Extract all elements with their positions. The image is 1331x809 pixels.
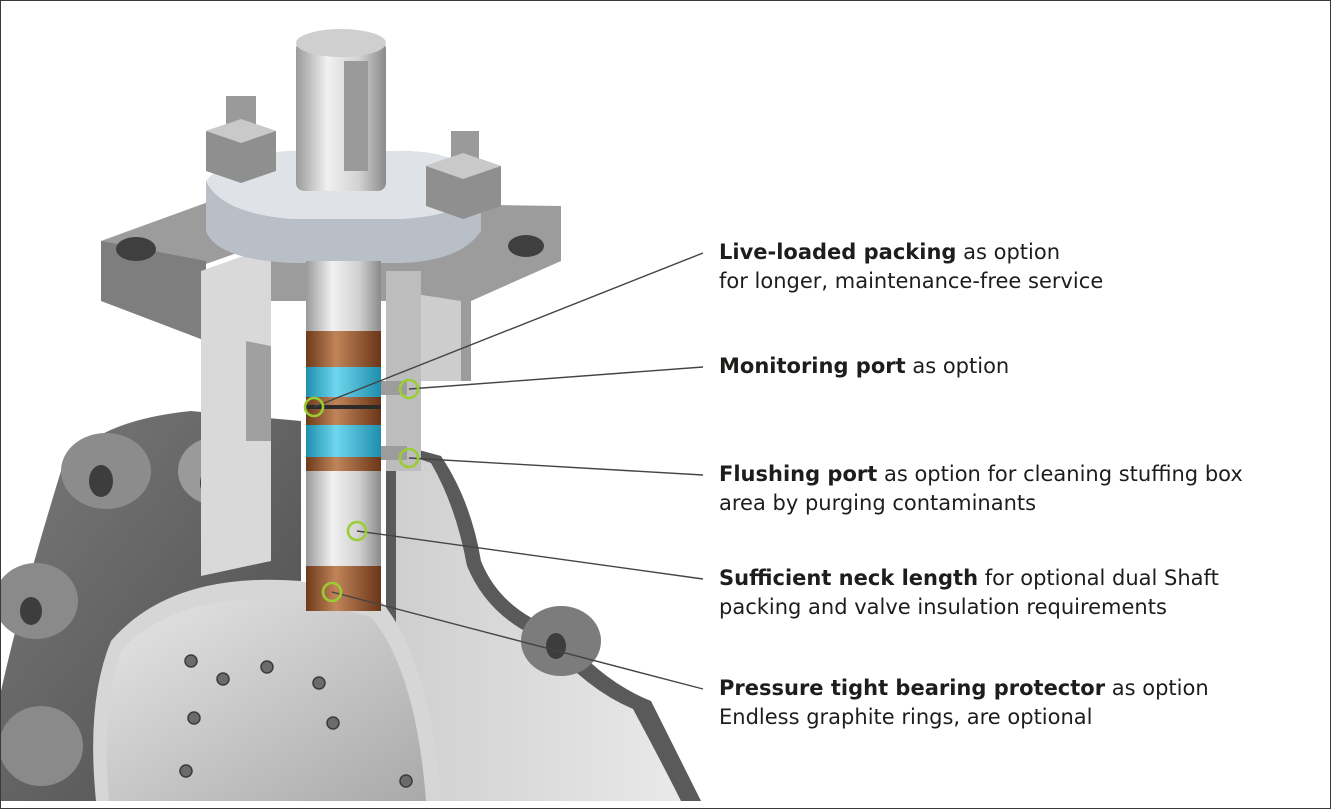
marker-ring-flushing <box>398 447 420 469</box>
callout-text: for optional dual Shaft <box>978 566 1219 590</box>
gland-nuts <box>206 96 501 219</box>
marker-ring-monitoring <box>398 378 420 400</box>
callout-text: as option <box>905 354 1010 378</box>
callout-bold: Live-loaded packing <box>719 240 957 264</box>
marker-rings <box>303 378 420 603</box>
callout-text: as option <box>956 240 1061 264</box>
callout-bold: Flushing port <box>719 462 878 486</box>
shaft-top <box>296 29 386 191</box>
callout-text: as option <box>1105 676 1209 700</box>
callout-monitoring-port: Monitoring port as option <box>719 352 1319 381</box>
callout-live-loaded-packing: Live-loaded packing as option for longer… <box>719 238 1319 296</box>
marker-ring-bearing-protector <box>321 581 343 603</box>
callout-line2: Endless graphite rings, are optional <box>719 705 1093 729</box>
callout-neck-length: Sufficient neck length for optional dual… <box>719 564 1319 622</box>
shaft-column <box>306 261 407 611</box>
callout-bearing-protector: Pressure tight bearing protector as opti… <box>719 674 1319 732</box>
marker-ring-neck-length <box>346 520 368 542</box>
callout-text: as option for cleaning stuffing box <box>877 462 1243 486</box>
callout-bold: Pressure tight bearing protector <box>719 676 1106 700</box>
callout-line2: for longer, maintenance-free service <box>719 269 1104 293</box>
disc-screws <box>179 654 413 788</box>
callout-line2: area by purging contaminants <box>719 491 1037 515</box>
callout-bold: Sufficient neck length <box>719 566 979 590</box>
callout-bold: Monitoring port <box>719 354 906 378</box>
callout-line2: packing and valve insulation requirement… <box>719 595 1167 619</box>
marker-ring-live-loaded <box>303 396 325 418</box>
callout-flushing-port: Flushing port as option for cleaning stu… <box>719 460 1319 518</box>
leader-lines <box>313 252 704 690</box>
